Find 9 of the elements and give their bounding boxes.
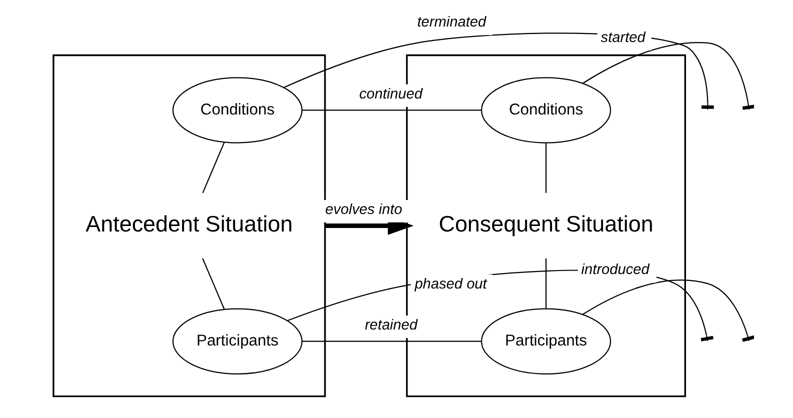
edge-label: terminated	[416, 14, 486, 31]
edge-label: phased out	[414, 276, 486, 292]
edge-label: continued	[358, 86, 422, 102]
edge-label: introduced	[580, 262, 649, 278]
edge-label: evolves into	[324, 202, 402, 218]
edge-label: retained	[364, 317, 418, 334]
node-text: Antecedent Situation	[85, 211, 292, 236]
edge-label: started	[600, 30, 645, 46]
node-text: Consequent Situation	[438, 211, 653, 236]
